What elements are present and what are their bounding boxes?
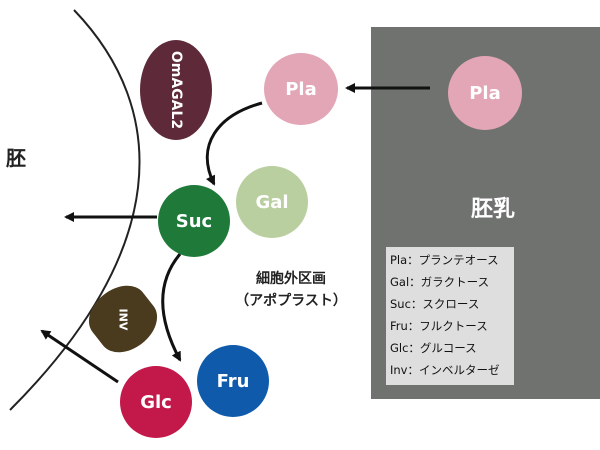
embryo-label: 胚 — [6, 146, 26, 170]
pla-endosperm-node: Pla — [448, 56, 522, 130]
legend-item-inv: Inv：インベルターゼ — [390, 363, 500, 377]
gal-node: Gal — [236, 166, 308, 238]
suc-label: Suc — [175, 210, 213, 232]
legend-item-gal: Gal：ガラクトース — [390, 275, 490, 289]
suc-node: Suc — [158, 185, 230, 257]
legend-item-suc: Suc：スクロース — [390, 297, 480, 311]
pla-label: Pla — [285, 78, 317, 100]
glc-label: Glc — [140, 391, 172, 413]
apoplast-label: 細胞外区画 （アポプラスト） — [216, 268, 366, 312]
pla-node: Pla — [264, 53, 338, 125]
fru-node: Fru — [197, 345, 269, 417]
embryo-boundary-curve — [9, 9, 141, 411]
apoplast-label-line1: 細胞外区画 — [256, 271, 326, 287]
legend-box: Pla：プランテオース Gal：ガラクトース Suc：スクロース Fru：フルク… — [386, 247, 514, 385]
endosperm-label: 胚乳 — [470, 197, 515, 222]
omagal2-enzyme: OmAGAL2 — [140, 40, 212, 140]
legend-item-pla: Pla：プランテオース — [390, 253, 499, 267]
glc-node: Glc — [120, 366, 192, 438]
arrow-pla-to-suc — [205, 101, 263, 186]
pla-endosperm-label: Pla — [469, 82, 501, 104]
inv-label: INV — [116, 308, 130, 330]
apoplast-label-line2: （アポプラスト） — [235, 293, 347, 309]
legend-item-glc: Glc：グルコース — [390, 341, 477, 355]
gal-label: Gal — [255, 191, 289, 213]
arrow-suc-to-glc — [161, 253, 182, 362]
arrow-glc-to-embryo — [40, 329, 119, 384]
legend-item-fru: Fru：フルクトース — [390, 319, 488, 333]
fru-label: Fru — [216, 370, 250, 392]
omagal2-label: OmAGAL2 — [168, 50, 184, 130]
